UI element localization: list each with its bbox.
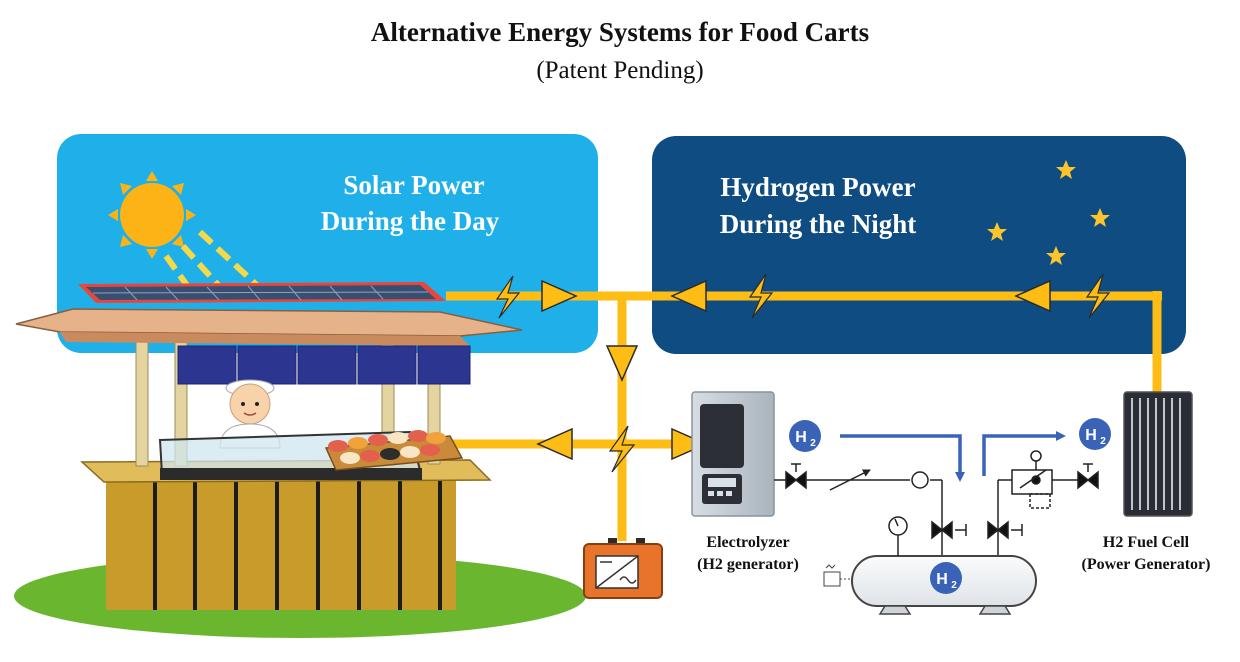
check-valve-icon: [911, 471, 929, 489]
svg-text:H: H: [1085, 427, 1097, 444]
battery-icon: [583, 538, 663, 599]
svg-text:H: H: [795, 429, 807, 446]
svg-text:2: 2: [1100, 436, 1106, 447]
sushi-tray: [324, 430, 464, 471]
page-subtitle: (Patent Pending): [536, 57, 703, 84]
svg-text:H: H: [936, 571, 948, 588]
solar-power-label-line2: During the Day: [321, 206, 500, 236]
power-arrows: [536, 279, 1051, 461]
page-title: Alternative Energy Systems for Food Cart…: [371, 17, 869, 47]
lightning-icons: [495, 273, 1111, 473]
hydrogen-flow-arrow-in: [840, 434, 965, 482]
svg-text:2: 2: [810, 438, 816, 449]
night-sky-panel: [652, 136, 1186, 354]
hydrogen-flow-arrow-out: [982, 431, 1066, 476]
hydrogen-power-label-line1: Hydrogen Power: [720, 172, 915, 202]
electrolyzer-label-line1: Electrolyzer: [706, 534, 789, 551]
hydrogen-power-label-line2: During the Night: [720, 209, 917, 239]
electrolyzer-icon: [691, 391, 775, 517]
pressure-regulator-icon: [1011, 450, 1053, 509]
star-icons: [987, 160, 1110, 265]
h2-badge-electrolyzer: H 2: [789, 420, 821, 452]
fuel-cell-icon: [1123, 391, 1193, 517]
solar-power-label-line1: Solar Power: [343, 170, 484, 200]
h2-badge-fuel-cell: H 2: [1079, 418, 1111, 450]
food-cart: [14, 308, 586, 638]
valve-icons: [785, 463, 1099, 540]
electrolyzer-label-line2: (H2 generator): [697, 556, 799, 573]
solar-panel: [78, 282, 446, 303]
h2-badge-tank: H 2: [930, 562, 962, 594]
svg-text:2: 2: [951, 580, 957, 591]
fuel-cell-label-line2: (Power Generator): [1082, 556, 1211, 573]
fuel-cell-label-line1: H2 Fuel Cell: [1103, 534, 1190, 551]
